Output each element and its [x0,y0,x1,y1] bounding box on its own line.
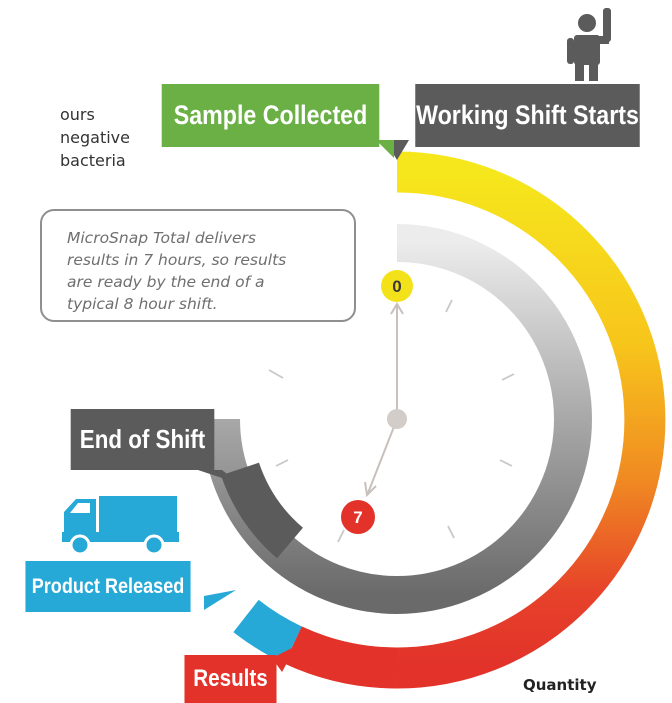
callout-line: MicroSnap Total delivers [67,229,256,247]
results-label: Results [184,655,277,703]
start-marker-label: 0 [392,277,401,296]
sample-label-pointer [376,140,394,158]
tick-mark [268,369,284,379]
product-released-label: Product Released [25,561,191,612]
result-marker-label: 7 [353,508,362,527]
tick-mark [275,459,289,467]
tick-mark [501,373,515,381]
end-shift-label-pointer [198,470,240,484]
start-marker [381,270,413,302]
callout-line: are ready by the end of a [67,273,265,291]
results-label-pointer [272,646,296,672]
minute-hand-arrow [390,302,404,315]
outer-progress-arc [396,151,666,689]
quantity-label: Quantity [523,676,597,694]
tick-mark [445,299,453,313]
callout-line: results in 7 hours, so results [67,251,287,269]
product-released-arc [233,599,303,664]
tick-mark [499,459,513,467]
delivery-truck-icon [62,496,179,556]
result-marker [341,500,375,534]
end-of-shift-arc [221,462,304,559]
cropped-text-line-1: ours [60,105,95,124]
cropped-text-line-3: bacteria [60,151,126,170]
working-shift-starts-label: Working Shift Starts [415,84,640,147]
tick-mark [337,529,345,543]
results-arc [284,626,398,689]
hour-hand [367,418,398,494]
hour-hand-arrow [364,481,377,498]
person-waving-icon [567,8,611,81]
product-label-pointer [204,590,236,610]
sample-collected-label: Sample Collected [161,84,380,147]
clock-center [387,409,407,429]
callout-line: typical 8 hour shift. [67,295,218,313]
info-callout: MicroSnap Total delivers results in 7 ho… [40,209,356,322]
end-of-shift-label: End of Shift [70,409,215,470]
tick-mark [447,525,455,539]
cropped-text-line-2: negative [60,128,130,147]
